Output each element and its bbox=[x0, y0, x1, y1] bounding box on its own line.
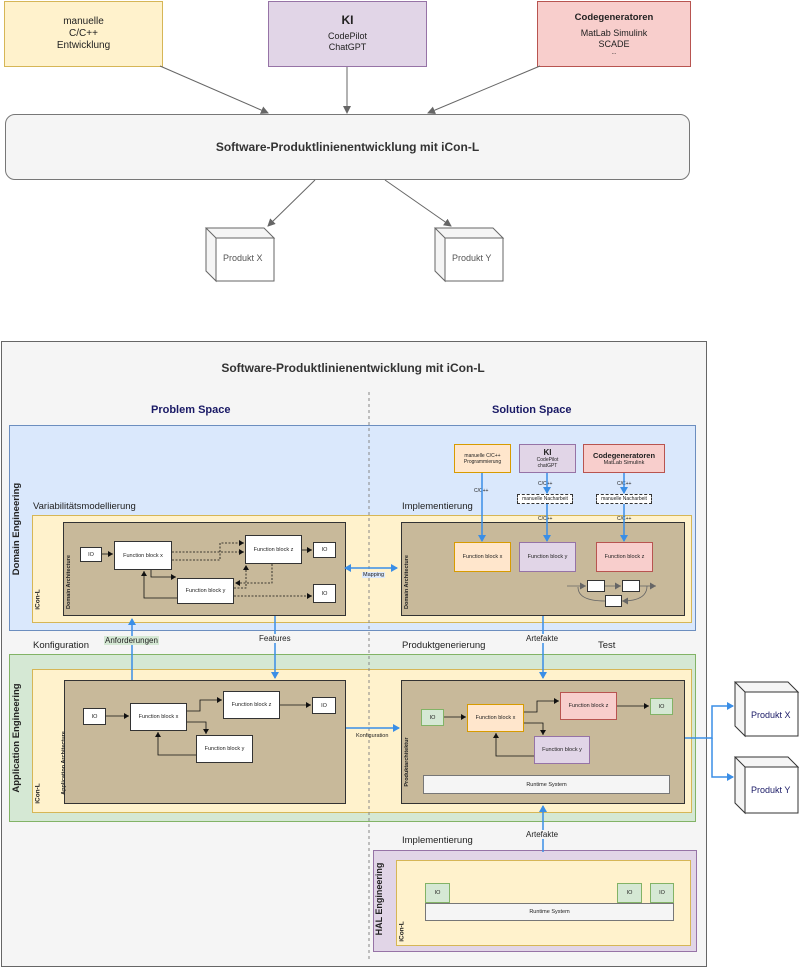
bottom-product-y: Produkt Y bbox=[751, 785, 791, 795]
top-connectors bbox=[159, 65, 541, 283]
domain-io-right-2: IO bbox=[313, 584, 336, 603]
manual-line-1: manuelle bbox=[63, 16, 104, 27]
configuration-label: Konfiguration bbox=[33, 640, 89, 651]
app-function-block-z: Function block z bbox=[223, 691, 280, 719]
domain-function-block-y: Function block y bbox=[177, 578, 234, 604]
product-architecture-label: Produktarchitektur bbox=[404, 737, 410, 787]
manual-line-2: C/C++ bbox=[69, 28, 98, 39]
ki-title: KI bbox=[341, 13, 354, 27]
test-label: Test bbox=[598, 640, 616, 651]
app-function-block-y: Function block y bbox=[196, 735, 253, 763]
application-architecture-text: Application Architecture bbox=[61, 731, 67, 795]
small-codegen-line: MatLab Simulink bbox=[603, 459, 645, 466]
small-manual-box: manuelle C/C++ Programmierung bbox=[454, 444, 511, 473]
prod-function-block-x: Function block x bbox=[467, 704, 524, 732]
prod-io-right: IO bbox=[650, 698, 673, 715]
hal-io-right: IO bbox=[650, 883, 674, 903]
small-manual-line-2: Programmierung bbox=[463, 458, 502, 465]
codegen-box: Codegeneratoren MatLab Simulink SCADE ..… bbox=[537, 1, 691, 67]
impl-diagram-block-3 bbox=[605, 595, 622, 607]
prod-runtime-system: Runtime System bbox=[423, 775, 670, 794]
artifacts-label: Artefakte bbox=[525, 634, 560, 643]
app-io-left: IO bbox=[83, 708, 106, 725]
app-function-block-x: Function block x bbox=[130, 703, 187, 731]
ki-line-2: ChatGPT bbox=[328, 42, 367, 52]
main-spl-box: Software-Produktlinienentwicklung mit iC… bbox=[5, 114, 690, 180]
impl-function-block-y: Function block y bbox=[519, 542, 576, 572]
hal-runtime-text: Runtime System bbox=[529, 909, 570, 915]
manual-dev-box: manuelle C/C++ Entwicklung bbox=[4, 1, 163, 67]
icon-l-label-application: iCon-L bbox=[34, 783, 42, 804]
requirements-label: Anforderungen bbox=[104, 636, 159, 645]
app-io-right: IO bbox=[312, 697, 336, 714]
codegen-line-2: SCADE bbox=[598, 39, 630, 49]
variability-label: Variabilitätsmodellierung bbox=[33, 501, 136, 512]
implementation-label: Implementierung bbox=[402, 501, 473, 512]
rework-ki-text: manuelle Nacharbeit bbox=[522, 496, 568, 502]
top-product-y: Produkt Y bbox=[452, 253, 492, 263]
rework-codegen-text: manuelle Nacharbeit bbox=[601, 496, 647, 502]
codegen-line-1: MatLab Simulink bbox=[580, 28, 648, 38]
application-engineering-label: Application Engineering bbox=[11, 683, 22, 793]
main-spl-title: Software-Produktlinienentwicklung mit iC… bbox=[215, 140, 480, 154]
cpp-label-cg-top: C/C++ bbox=[617, 481, 632, 487]
configuration-arrow-label: Konfiguration bbox=[356, 733, 389, 739]
top-product-x: Produkt X bbox=[223, 253, 263, 263]
prod-function-block-z: Function block z bbox=[560, 692, 617, 720]
rework-box-codegen: manuelle Nacharbeit bbox=[596, 494, 652, 504]
mapping-label: Mapping bbox=[362, 572, 386, 578]
solution-space-label: Solution Space bbox=[492, 404, 572, 416]
cpp-label-ki-top: C/C++ bbox=[538, 481, 553, 487]
small-manual-line-1: manuelle C/C++ bbox=[464, 452, 501, 459]
hal-implementation-label: Implementierung bbox=[402, 835, 473, 846]
product-generation-label: Produktgenerierung bbox=[402, 640, 486, 651]
manual-line-3: Entwicklung bbox=[56, 40, 111, 51]
small-codegen-title: Codegeneratoren bbox=[592, 450, 656, 460]
domain-engineering-label: Domain Engineering bbox=[11, 482, 22, 576]
hal-runtime-system: Runtime System bbox=[425, 903, 674, 921]
rework-box-ki: manuelle Nacharbeit bbox=[517, 494, 573, 504]
bottom-product-x: Produkt X bbox=[751, 710, 791, 720]
impl-function-block-z: Function block z bbox=[596, 542, 653, 572]
ki-line-1: CodePilot bbox=[327, 31, 368, 41]
small-ki-box: KI CodePilot chatGPT bbox=[519, 444, 576, 473]
domain-architecture-label-right: Domain Architecture bbox=[404, 555, 410, 609]
icon-l-label-domain: iCon-L bbox=[34, 589, 42, 610]
small-ki-line-2: chatGPT bbox=[537, 463, 558, 469]
problem-space-label: Problem Space bbox=[151, 404, 231, 416]
domain-architecture-label-left: Domain Architecture bbox=[66, 555, 72, 609]
application-architecture-label: Application Architecture bbox=[61, 729, 75, 797]
hal-artifacts-label: Artefakte bbox=[525, 830, 560, 839]
impl-function-block-x: Function block x bbox=[454, 542, 511, 572]
codegen-line-3: ... bbox=[611, 50, 617, 56]
bottom-title: Software-Produktlinienentwicklung mit iC… bbox=[221, 361, 485, 375]
small-ki-title: KI bbox=[543, 448, 552, 457]
small-ki-line-1: CodePilot bbox=[536, 457, 559, 463]
hal-io-left: IO bbox=[425, 883, 450, 903]
domain-function-block-z: Function block z bbox=[245, 535, 302, 564]
impl-diagram-block-1 bbox=[587, 580, 605, 592]
hal-engineering-label: HAL Engineering bbox=[374, 862, 384, 936]
ki-box: KI CodePilot ChatGPT bbox=[268, 1, 427, 67]
hal-io-mid: IO bbox=[617, 883, 642, 903]
domain-function-block-x: Function block x bbox=[114, 541, 172, 570]
impl-diagram-block-2 bbox=[622, 580, 640, 592]
icon-l-label-hal: iCon-L bbox=[398, 921, 406, 942]
codegen-title: Codegeneratoren bbox=[574, 12, 654, 23]
cpp-label-cg-bottom: C/C++ bbox=[617, 516, 632, 522]
prod-function-block-y: Function block y bbox=[534, 736, 590, 764]
prod-io-left: IO bbox=[421, 709, 444, 726]
cpp-label-manual: C/C++ bbox=[474, 488, 489, 494]
domain-io-left: IO bbox=[80, 547, 102, 562]
small-codegen-box: Codegeneratoren MatLab Simulink bbox=[583, 444, 665, 473]
prod-runtime-text: Runtime System bbox=[526, 781, 567, 788]
domain-io-right-1: IO bbox=[313, 542, 336, 558]
cpp-label-ki-bottom: C/C++ bbox=[538, 516, 553, 522]
features-label: Features bbox=[258, 634, 292, 643]
